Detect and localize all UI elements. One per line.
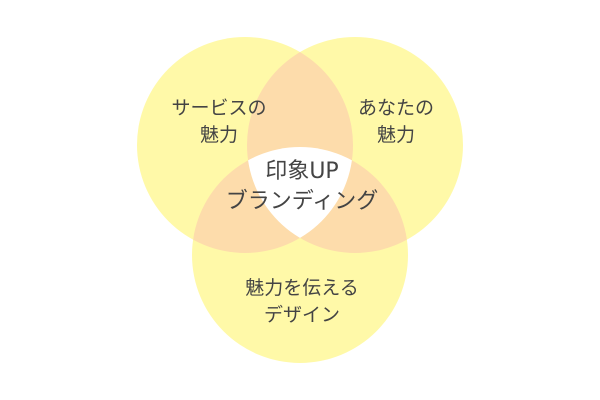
label-left: サービスの 魅力 xyxy=(171,95,266,149)
overlap-right-bottom xyxy=(247,147,408,253)
label-bottom-line1: 魅力を伝える xyxy=(245,277,359,299)
label-left-line2: 魅力 xyxy=(199,124,239,146)
label-bottom: 魅力を伝える デザイン xyxy=(245,275,358,329)
label-center: 印象UP ブランディング xyxy=(226,157,378,217)
label-center-line1: 印象UP xyxy=(265,159,339,184)
overlap-left-bottom xyxy=(192,147,353,253)
label-left-line1: サービスの xyxy=(171,97,267,119)
label-right-line2: 魅力 xyxy=(376,124,416,146)
label-right: あなたの 魅力 xyxy=(358,95,434,149)
label-bottom-line2: デザイン xyxy=(263,304,340,326)
label-center-line2: ブランディング xyxy=(225,189,379,214)
label-right-line1: あなたの xyxy=(357,97,435,119)
